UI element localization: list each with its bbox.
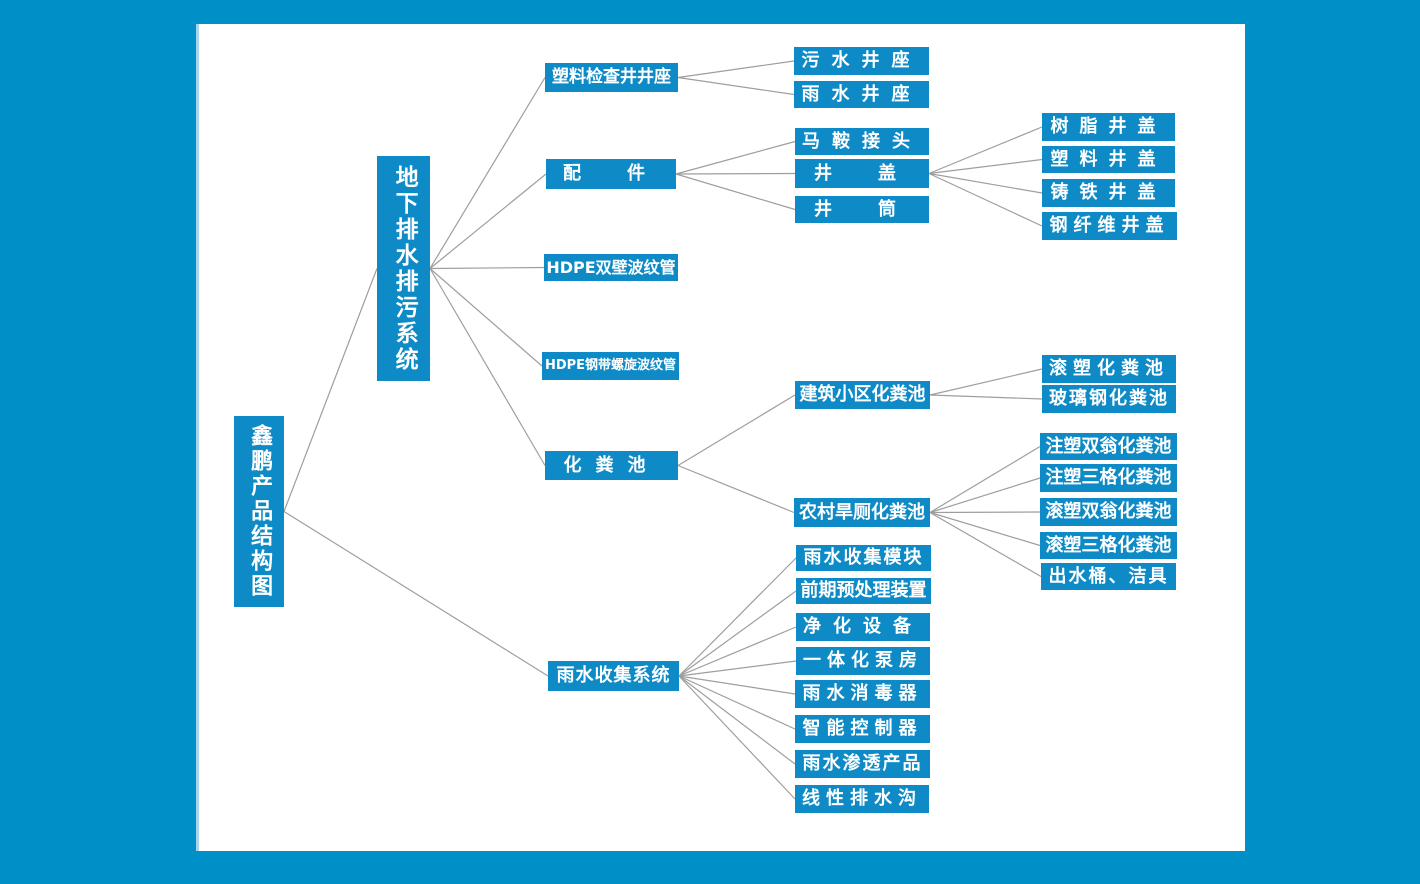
node-sujian: 塑料检查井井座	[545, 63, 678, 92]
node-ysmk: 雨水收集模块	[796, 545, 931, 571]
node-sys: 地下排水排污系统	[377, 156, 430, 381]
node-gssw: 滚塑双翁化粪池	[1040, 498, 1177, 526]
node-jzxq: 建筑小区化粪池	[795, 381, 930, 409]
node-wsjz: 污水井座	[794, 47, 929, 75]
node-gxwjg: 钢纤维井盖	[1042, 212, 1177, 240]
node-cst: 出水桶、洁具	[1041, 563, 1176, 590]
node-ythbf: 一体化泵房	[796, 647, 930, 675]
node-nchc: 农村旱厕化粪池	[794, 498, 930, 527]
node-xxpsg: 线性排水沟	[795, 785, 929, 813]
node-hdpe1: HDPE双壁波纹管	[544, 254, 678, 281]
node-ysjz: 雨水井座	[794, 81, 929, 108]
node-qqycl: 前期预处理装置	[796, 578, 931, 604]
node-ztjg: 铸铁井盖	[1042, 179, 1175, 207]
node-gshfc: 滚塑化粪池	[1042, 355, 1176, 383]
node-zssw: 注塑双翁化粪池	[1040, 433, 1177, 460]
node-sljg: 塑料井盖	[1042, 146, 1175, 173]
node-jinggai: 井 盖	[795, 159, 929, 188]
node-hfc: 化粪池	[545, 451, 678, 480]
node-blghfc: 玻璃钢化粪池	[1042, 385, 1176, 413]
node-gssg: 滚塑三格化粪池	[1040, 532, 1177, 559]
node-majie: 马鞍接头	[795, 128, 929, 155]
node-jingtong: 井 筒	[795, 196, 929, 223]
node-ysst: 雨水渗透产品	[795, 750, 930, 778]
node-peijian: 配 件	[546, 159, 676, 189]
node-root: 鑫鹏产品结构图	[234, 416, 284, 607]
node-ysjsys: 雨水收集系统	[548, 661, 679, 691]
node-jhsb: 净化设备	[796, 613, 930, 641]
node-zssg: 注塑三格化粪池	[1040, 464, 1177, 492]
node-znkzq: 智能控制器	[795, 715, 930, 743]
node-hdpe2: HDPE钢带螺旋波纹管	[542, 352, 679, 380]
node-ysxdq: 雨水消毒器	[795, 680, 930, 708]
node-szjg: 树脂井盖	[1042, 113, 1175, 141]
